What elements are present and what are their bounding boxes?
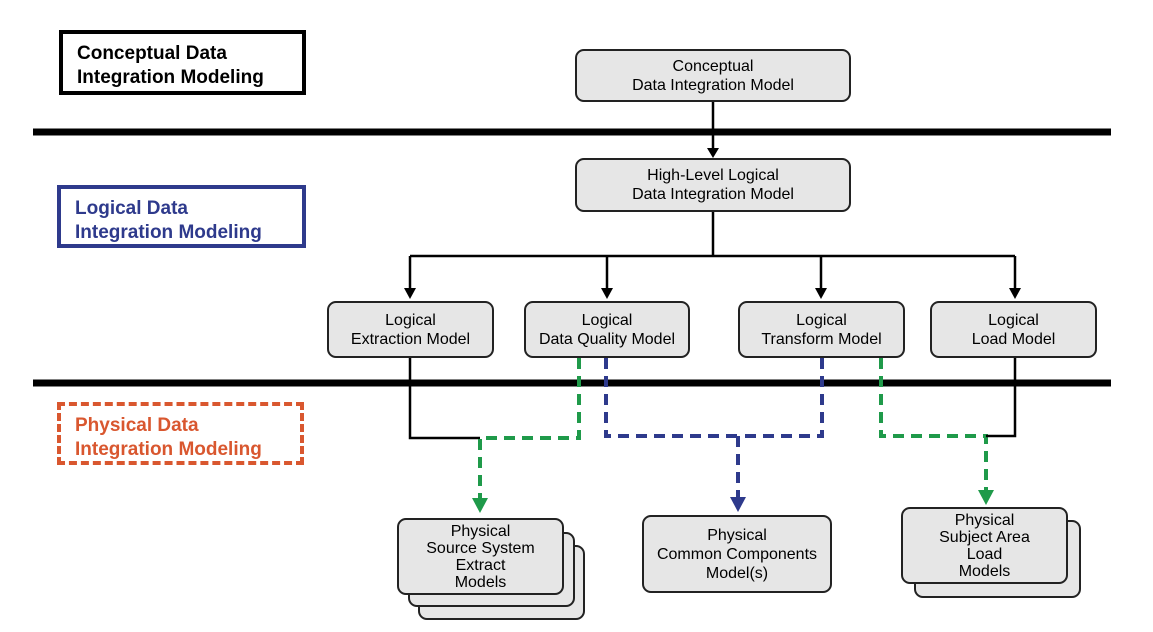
layer-label-physical: Physical Data Integration Modeling [57,402,304,465]
node-logical-transform-model-line-2: Transform Model [761,330,882,348]
arrowhead-source-system [472,498,488,513]
arrowhead-load [1009,288,1021,299]
node-conceptual-model: Conceptual Data Integration Model [575,49,851,102]
layer-label-physical-line-2: Integration Modeling [75,439,262,460]
node-physical-subject-line-2: Subject Area [939,528,1030,546]
connector-transform-to-common [736,358,824,497]
connector-transform-to-load [879,358,988,490]
node-physical-subject-line-3: Load [966,545,1003,563]
node-high-level-logical-model: High-Level Logical Data Integration Mode… [575,158,851,212]
node-physical-source-line-1: Physical [450,522,511,540]
connector-extraction-to-source [408,358,480,440]
layer-label-conceptual-line-1: Conceptual Data [77,43,227,64]
node-logical-extraction-model-line-2: Extraction Model [350,330,471,348]
node-high-level-logical-model-line-1: High-Level Logical [647,167,779,184]
node-physical-common-components: Physical Common Components Model(s) [642,515,832,593]
node-logical-extraction-model-line-1: Logical [385,311,436,329]
layer-label-logical: Logical Data Integration Modeling [57,185,306,248]
node-physical-subject-line-4: Models [958,562,1011,580]
arrowhead-highlevel [707,148,719,158]
node-logical-data-quality-model-line-2: Data Quality Model [538,330,676,348]
node-conceptual-model-line-2: Data Integration Model [632,76,794,94]
node-physical-source-line-3: Extract [455,556,506,574]
node-physical-source-line-2: Source System [426,539,535,557]
node-physical-subject-line-1: Physical [954,511,1015,529]
layer-label-physical-line-1: Physical Data [75,415,199,436]
node-physical-source-line-4: Models [454,573,507,591]
node-physical-source-system-extract: Physical Source System Extract Models [397,518,564,595]
layer-label-conceptual: Conceptual Data Integration Modeling [59,30,306,95]
connector-load-to-subject [986,358,1017,438]
connector-dq-to-source [478,358,581,498]
arrowhead-transform [815,288,827,299]
node-conceptual-model-line-1: Conceptual [672,57,754,75]
node-physical-subject-area-load: Physical Subject Area Load Models [901,507,1068,584]
layer-label-conceptual-line-2: Integration Modeling [77,67,264,88]
node-logical-load-model-line-1: Logical [988,311,1039,329]
connector-dq-to-common [604,358,738,438]
node-physical-common-line-3: Model(s) [705,564,769,582]
arrowhead-common-components [730,497,746,512]
layer-label-logical-line-1: Logical Data [75,198,188,219]
node-high-level-logical-model-line-2: Data Integration Model [632,186,794,203]
arrowhead-subject-area [978,490,994,505]
layer-label-logical-line-2: Integration Modeling [75,222,262,243]
arrowhead-extraction [404,288,416,299]
node-logical-transform-model-line-1: Logical [796,311,847,329]
node-logical-transform-model: Logical Transform Model [738,301,905,358]
node-physical-common-line-2: Common Components [656,545,818,563]
node-logical-load-model: Logical Load Model [930,301,1097,358]
node-logical-data-quality-model-line-1: Logical [581,311,633,329]
arrowhead-data-quality [601,288,613,299]
node-logical-load-model-line-2: Load Model [971,330,1056,348]
node-physical-common-line-1: Physical [707,526,767,544]
node-logical-extraction-model: Logical Extraction Model [327,301,494,358]
node-logical-data-quality-model: Logical Data Quality Model [524,301,690,358]
